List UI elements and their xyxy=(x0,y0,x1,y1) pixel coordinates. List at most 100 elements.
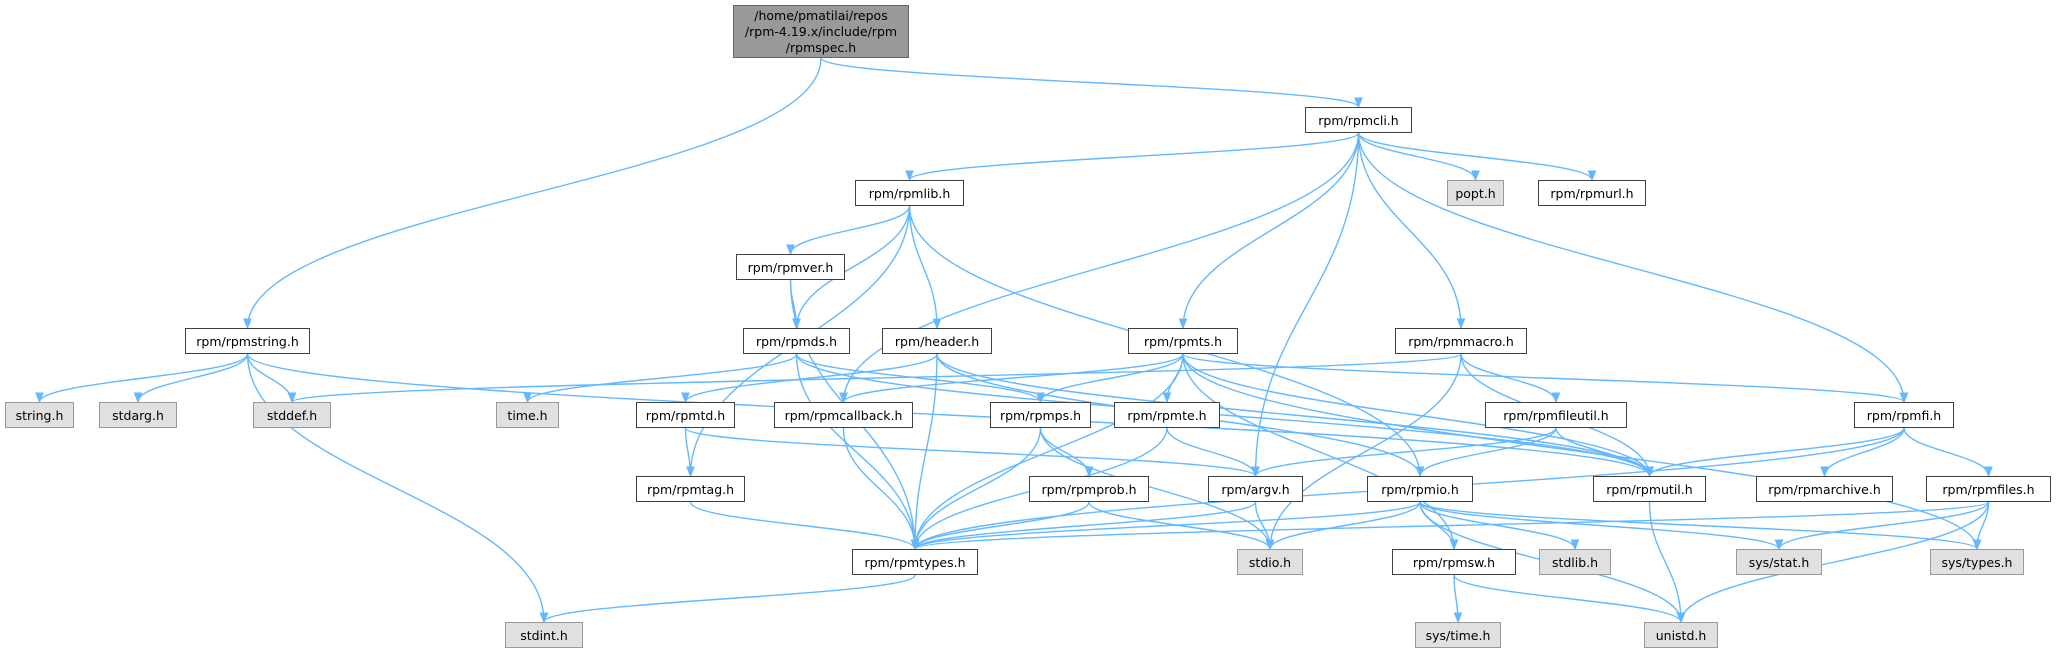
edge-rpmsw-to-unistd xyxy=(1453,574,1682,623)
node-label: rpm/header.h xyxy=(894,333,980,349)
node-label: rpm/rpmlib.h xyxy=(868,185,951,201)
node-rpmds[interactable]: rpm/rpmds.h xyxy=(743,328,850,354)
node-label: rpm/rpmurl.h xyxy=(1550,185,1634,201)
edge-rpmts-to-rpmutil xyxy=(1182,353,1651,477)
edge-rpmstring-to-stdarg xyxy=(137,353,249,403)
edge-rpmfiles-to-sysstat xyxy=(1778,501,1990,550)
arrowhead-rpmts-to-rpmcallback xyxy=(839,392,848,404)
node-label: rpm/rpmver.h xyxy=(747,259,834,275)
node-stdio: stdio.h xyxy=(1237,549,1303,575)
node-time: time.h xyxy=(496,402,559,428)
node-rpmsw[interactable]: rpm/rpmsw.h xyxy=(1392,549,1516,575)
edge-header-to-rpmtypes xyxy=(914,353,938,550)
edge-rpmts-to-systypes xyxy=(1182,353,1978,550)
arrowhead-rpmfiles-to-rpmtypes xyxy=(910,539,920,551)
node-rpmcli[interactable]: rpm/rpmcli.h xyxy=(1305,107,1412,133)
node-rpmmacro[interactable]: rpm/rpmmacro.h xyxy=(1395,328,1527,354)
node-label: popt.h xyxy=(1455,185,1496,201)
edge-rpmmacro-to-stddef xyxy=(291,353,1462,403)
arrowhead-rpmfiles-to-sysstat xyxy=(1774,539,1784,551)
node-rpmps[interactable]: rpm/rpmps.h xyxy=(990,402,1091,428)
node-label: rpm/rpmcli.h xyxy=(1318,112,1399,128)
node-rpmfiles[interactable]: rpm/rpmfiles.h xyxy=(1926,476,2051,502)
node-rpmcallback[interactable]: rpm/rpmcallback.h xyxy=(774,402,913,428)
edge-rpmtypes-to-stdint xyxy=(543,574,916,623)
edge-rpmlib-to-rpmds xyxy=(795,205,911,329)
node-label: rpm/rpmds.h xyxy=(755,333,838,349)
arrowhead-rpmmacro-to-rpmfileutil xyxy=(1551,392,1561,404)
node-label: stdint.h xyxy=(520,627,568,643)
node-label: /home/pmatilai/repos/rpm-4.19.x/include/… xyxy=(744,7,898,55)
arrowhead-rpmfi-to-rpmfiles xyxy=(1984,466,1993,478)
node-systime: sys/time.h xyxy=(1415,622,1501,648)
node-rpmtag[interactable]: rpm/rpmtag.h xyxy=(636,476,745,502)
arrowhead-rpmcli-to-popt xyxy=(1471,170,1480,182)
arrowhead-rpmtypes-to-stdint xyxy=(539,612,549,624)
node-rpmutil[interactable]: rpm/rpmutil.h xyxy=(1593,476,1706,502)
node-rpmlib[interactable]: rpm/rpmlib.h xyxy=(855,180,964,206)
node-popt: popt.h xyxy=(1447,180,1504,206)
node-rpmfi[interactable]: rpm/rpmfi.h xyxy=(1854,402,1954,428)
node-label: rpm/rpmfi.h xyxy=(1866,407,1942,423)
node-rpmfileutil[interactable]: rpm/rpmfileutil.h xyxy=(1485,402,1627,428)
edge-rpmstring-to-stdint xyxy=(246,353,545,623)
node-stdint: stdint.h xyxy=(505,622,583,648)
arrowhead-rpmfi-to-rpmutil xyxy=(1645,466,1654,478)
node-label: rpm/argv.h xyxy=(1221,481,1290,497)
edge-rpmfiles-to-rpmtypes xyxy=(914,501,1990,550)
arrowhead-rpmio-to-stdio xyxy=(1265,539,1275,551)
node-label: rpm/rpmte.h xyxy=(1127,407,1207,423)
node-label: rpm/rpmps.h xyxy=(999,407,1082,423)
node-label: rpm/rpmarchive.h xyxy=(1768,481,1881,497)
arrowhead-rpmspec-to-rpmcli xyxy=(1354,97,1363,109)
edge-rpmspec-to-rpmcli xyxy=(820,57,1360,108)
arrowhead-rpmcli-to-rpmts xyxy=(1178,318,1188,330)
node-label: rpm/rpmfileutil.h xyxy=(1503,407,1609,423)
arrowhead-rpmts-to-rpmps xyxy=(1036,392,1045,404)
node-rpmspec: /home/pmatilai/repos/rpm-4.19.x/include/… xyxy=(733,5,909,58)
arrowhead-rpmlib-to-rpmver xyxy=(786,244,795,256)
node-label: rpm/rpmutil.h xyxy=(1606,481,1693,497)
edge-rpmstring-to-string xyxy=(38,353,249,403)
node-rpmarchive[interactable]: rpm/rpmarchive.h xyxy=(1756,476,1893,502)
node-unistd: unistd.h xyxy=(1644,622,1718,648)
edge-rpmfileutil-to-rpmio xyxy=(1419,427,1557,477)
edge-rpmts-to-rpmfi xyxy=(1182,353,1905,403)
node-label: rpm/rpmprob.h xyxy=(1041,481,1137,497)
edge-rpmts-to-rpmps xyxy=(1039,353,1184,403)
node-rpmargv[interactable]: rpm/argv.h xyxy=(1208,476,1303,502)
node-rpmio[interactable]: rpm/rpmio.h xyxy=(1367,476,1473,502)
edge-rpmfiles-to-unistd xyxy=(1680,501,1990,623)
node-rpmte[interactable]: rpm/rpmte.h xyxy=(1114,402,1220,428)
node-rpmtypes[interactable]: rpm/rpmtypes.h xyxy=(852,549,978,575)
arrowhead-rpmstring-to-string xyxy=(35,392,44,404)
node-label: rpm/rpmtag.h xyxy=(646,481,735,497)
edge-rpmargv-to-rpmtypes xyxy=(914,501,1257,550)
node-label: rpm/rpmio.h xyxy=(1381,481,1459,497)
node-stdarg: stdarg.h xyxy=(99,402,177,428)
edge-rpmts-to-rpmtypes xyxy=(914,353,1184,550)
node-rpmver[interactable]: rpm/rpmver.h xyxy=(736,254,845,280)
node-rpmurl[interactable]: rpm/rpmurl.h xyxy=(1538,180,1646,206)
node-label: rpm/rpmmacro.h xyxy=(1408,333,1514,349)
node-rpmts[interactable]: rpm/rpmts.h xyxy=(1128,328,1238,354)
arrowhead-rpmlib-to-header xyxy=(932,318,942,330)
node-header[interactable]: rpm/header.h xyxy=(882,328,992,354)
edge-rpmmacro-to-rpmfileutil xyxy=(1460,353,1557,403)
arrowhead-rpmsw-to-systime xyxy=(1453,612,1463,624)
node-label: rpm/rpmtd.h xyxy=(645,407,726,423)
node-rpmprob[interactable]: rpm/rpmprob.h xyxy=(1029,476,1149,502)
edge-rpmts-to-rpmsw xyxy=(1182,353,1455,550)
edge-rpmfi-to-rpmutil xyxy=(1648,427,1905,477)
node-systypes: sys/types.h xyxy=(1930,549,2024,575)
arrowhead-rpmcli-to-rpmurl xyxy=(1587,170,1597,182)
arrowhead-rpmts-to-rpmte xyxy=(1162,392,1172,404)
edge-rpmio-to-rpmtypes xyxy=(914,501,1421,550)
node-label: rpm/rpmfiles.h xyxy=(1942,481,2035,497)
node-rpmstring[interactable]: rpm/rpmstring.h xyxy=(185,328,310,354)
edge-rpmlib-to-header xyxy=(908,205,938,329)
arrowhead-rpmstring-to-stdarg xyxy=(133,392,143,404)
edge-rpmps-to-stdio xyxy=(1039,427,1271,550)
node-rpmtd[interactable]: rpm/rpmtd.h xyxy=(636,402,735,428)
node-sysstat: sys/stat.h xyxy=(1736,549,1822,575)
